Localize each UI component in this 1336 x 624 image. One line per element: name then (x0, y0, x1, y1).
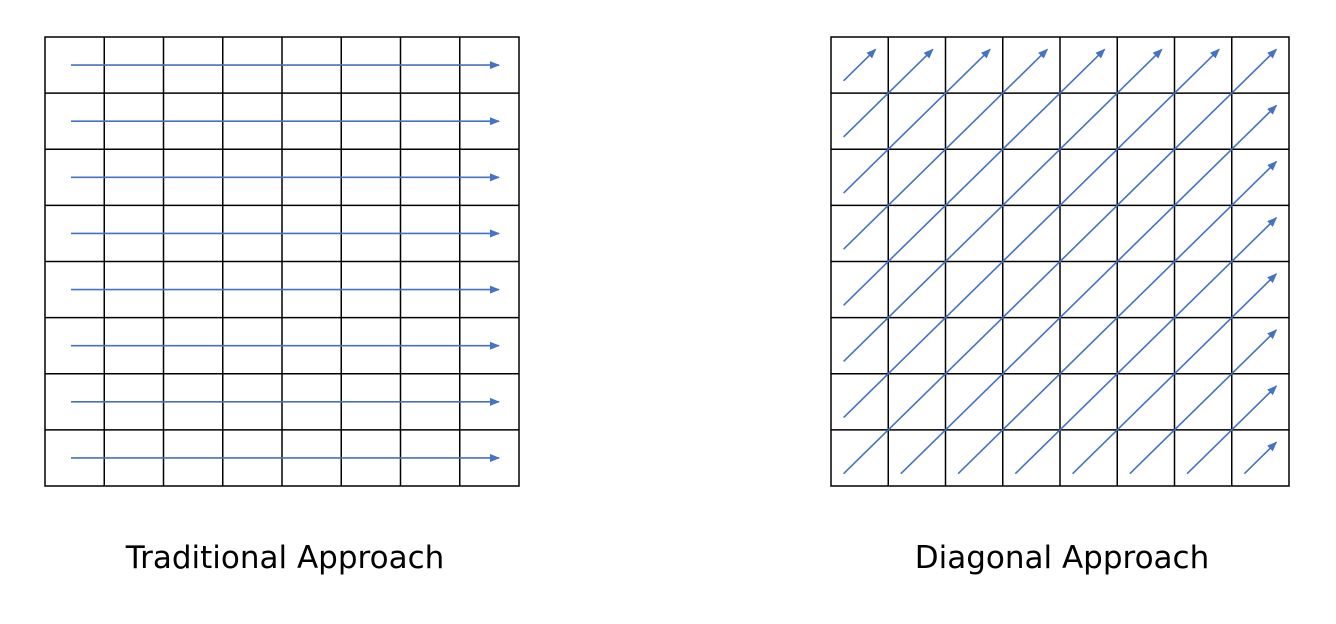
diagonal-scan-arrow (843, 48, 991, 194)
diagonal-scan-arrow (843, 48, 934, 138)
diagonal-scan-arrow (1072, 273, 1278, 475)
diagonal-scan-arrow (843, 48, 1106, 306)
traditional-approach-caption: Traditional Approach (125, 540, 445, 576)
diagonal-scan-arrow (843, 48, 877, 82)
diagonal-scan-arrow (1014, 217, 1278, 475)
diagonal-scan-arrow (843, 48, 1163, 362)
diagonal-scan-arrow (843, 48, 1220, 419)
diagonal-approach-caption: Diagonal Approach (914, 540, 1210, 576)
diagonal-scan-arrow (1243, 441, 1278, 475)
diagonal-scan-arrow (1186, 385, 1278, 475)
diagonal-scan-arrow (957, 160, 1278, 475)
diagonal-scan-arrow (1129, 329, 1278, 475)
diagonal-scan-arrow (843, 48, 1049, 250)
diagonal-scan-arrow (900, 104, 1278, 475)
diagonal-scan-arrow (843, 48, 1278, 475)
traditional-grid-panel (44, 36, 520, 487)
diagonal-grid-panel (830, 36, 1290, 487)
